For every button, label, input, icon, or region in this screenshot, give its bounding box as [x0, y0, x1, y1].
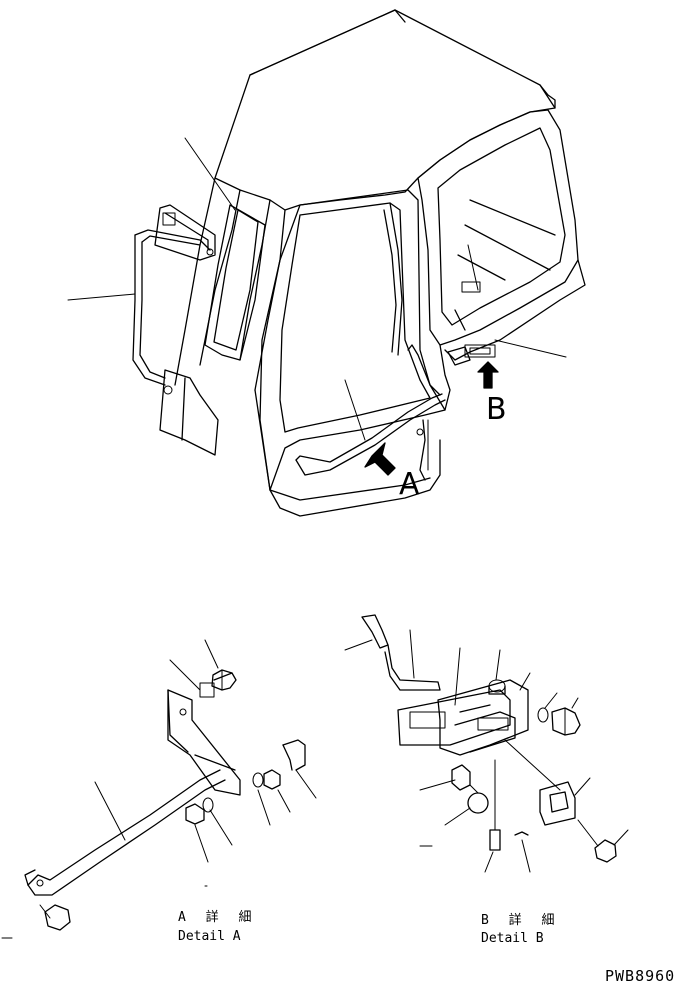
drawing-code: PWB8960 [605, 967, 676, 985]
detail-b-assembly [344, 614, 629, 873]
detail-b-caption-jp: B 詳 細 [481, 913, 561, 928]
detail-b-caption-en: Detail B [481, 931, 544, 946]
detail-a-caption-en: Detail A [178, 929, 241, 944]
view-a-label: A [399, 467, 420, 502]
cab-assembly [67, 9, 586, 517]
view-b-label: B [486, 392, 507, 427]
detail-a-caption-jp: A 詳 細 [178, 910, 258, 925]
detail-a-assembly [1, 639, 317, 939]
